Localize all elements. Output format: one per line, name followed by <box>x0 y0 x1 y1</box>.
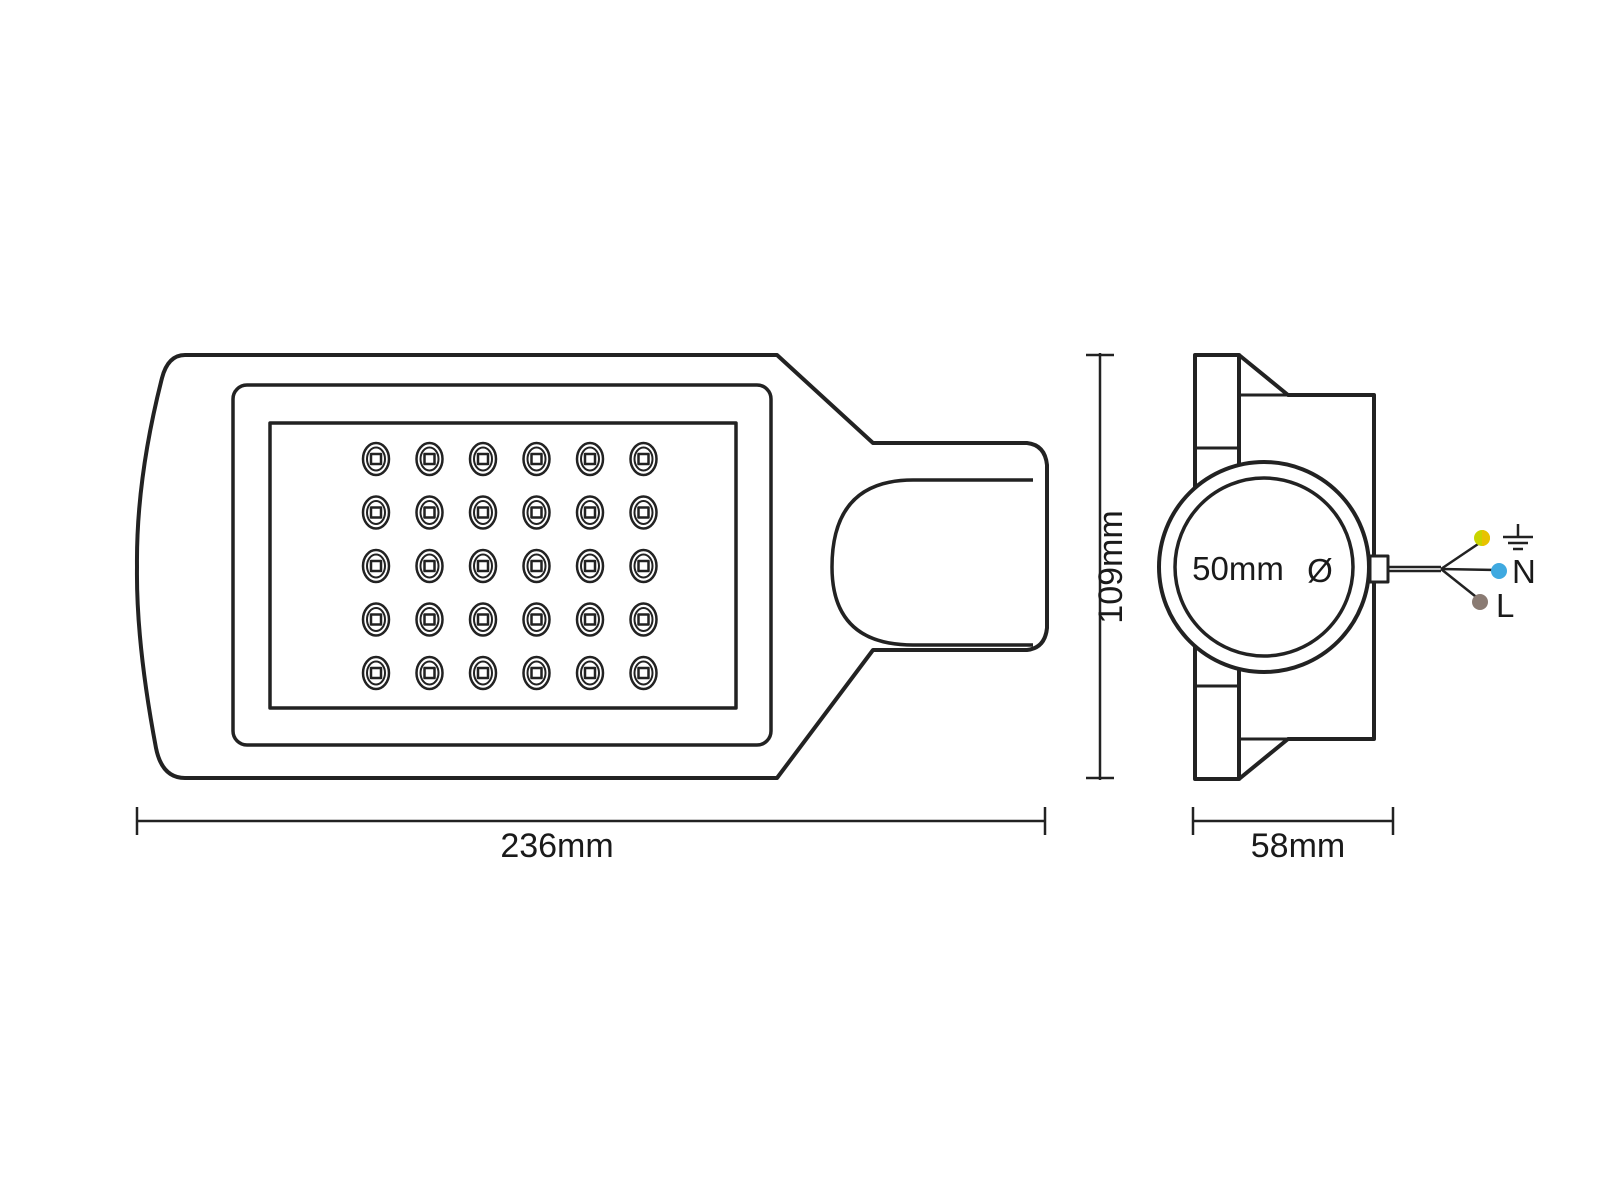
led-chip <box>522 441 551 477</box>
earth-terminal <box>1474 524 1533 551</box>
length-dimension <box>135 807 1047 835</box>
live-label: L <box>1496 587 1514 624</box>
neutral-wire-dot <box>1491 563 1507 579</box>
led-chip <box>629 602 658 637</box>
led-chip <box>629 441 658 477</box>
led-chip <box>575 602 605 637</box>
cable-wires <box>1388 538 1497 601</box>
neutral-label: N <box>1512 553 1536 590</box>
led-chip <box>361 495 391 530</box>
led-chip <box>415 495 444 530</box>
pole-diameter-label: 50mm <box>1192 550 1284 587</box>
led-chip <box>575 655 605 691</box>
led-chip <box>522 495 551 530</box>
cable-gland <box>1368 554 1390 584</box>
diameter-symbol: Ø <box>1307 552 1333 589</box>
depth-dimension <box>1191 807 1395 835</box>
led-chip <box>629 495 658 530</box>
led-chip <box>629 655 658 691</box>
led-grid <box>361 441 658 691</box>
led-chip <box>361 441 391 477</box>
pole-socket-inner <box>1173 476 1355 658</box>
led-chip <box>468 655 498 691</box>
led-chip <box>415 441 444 477</box>
led-panel-inner <box>268 421 738 710</box>
led-panel-frame <box>231 383 773 747</box>
led-chip <box>361 602 391 637</box>
height-label: 109mm <box>1092 510 1130 623</box>
led-chip <box>575 495 605 530</box>
led-chip <box>522 548 551 584</box>
led-chip <box>361 548 391 584</box>
led-chip <box>415 548 444 584</box>
led-chip <box>415 655 444 691</box>
front-view <box>134 353 1049 780</box>
led-chip <box>468 548 498 584</box>
led-chip <box>361 655 391 691</box>
led-chip <box>468 495 498 530</box>
mounting-slot <box>830 478 1033 647</box>
live-wire-dot <box>1472 594 1488 610</box>
length-label: 236mm <box>500 827 613 865</box>
led-chip <box>415 602 444 637</box>
depth-label: 58mm <box>1251 827 1345 865</box>
led-chip <box>522 655 551 691</box>
led-chip <box>468 441 498 477</box>
height-dimension <box>1086 353 1114 780</box>
ground-icon <box>1503 524 1533 551</box>
side-view <box>1157 353 1390 781</box>
led-chip <box>468 602 498 637</box>
led-chip <box>575 548 605 584</box>
led-chip <box>629 548 658 584</box>
led-chip <box>522 602 551 637</box>
lamp-housing-outline <box>134 353 1049 780</box>
led-chip <box>575 441 605 477</box>
